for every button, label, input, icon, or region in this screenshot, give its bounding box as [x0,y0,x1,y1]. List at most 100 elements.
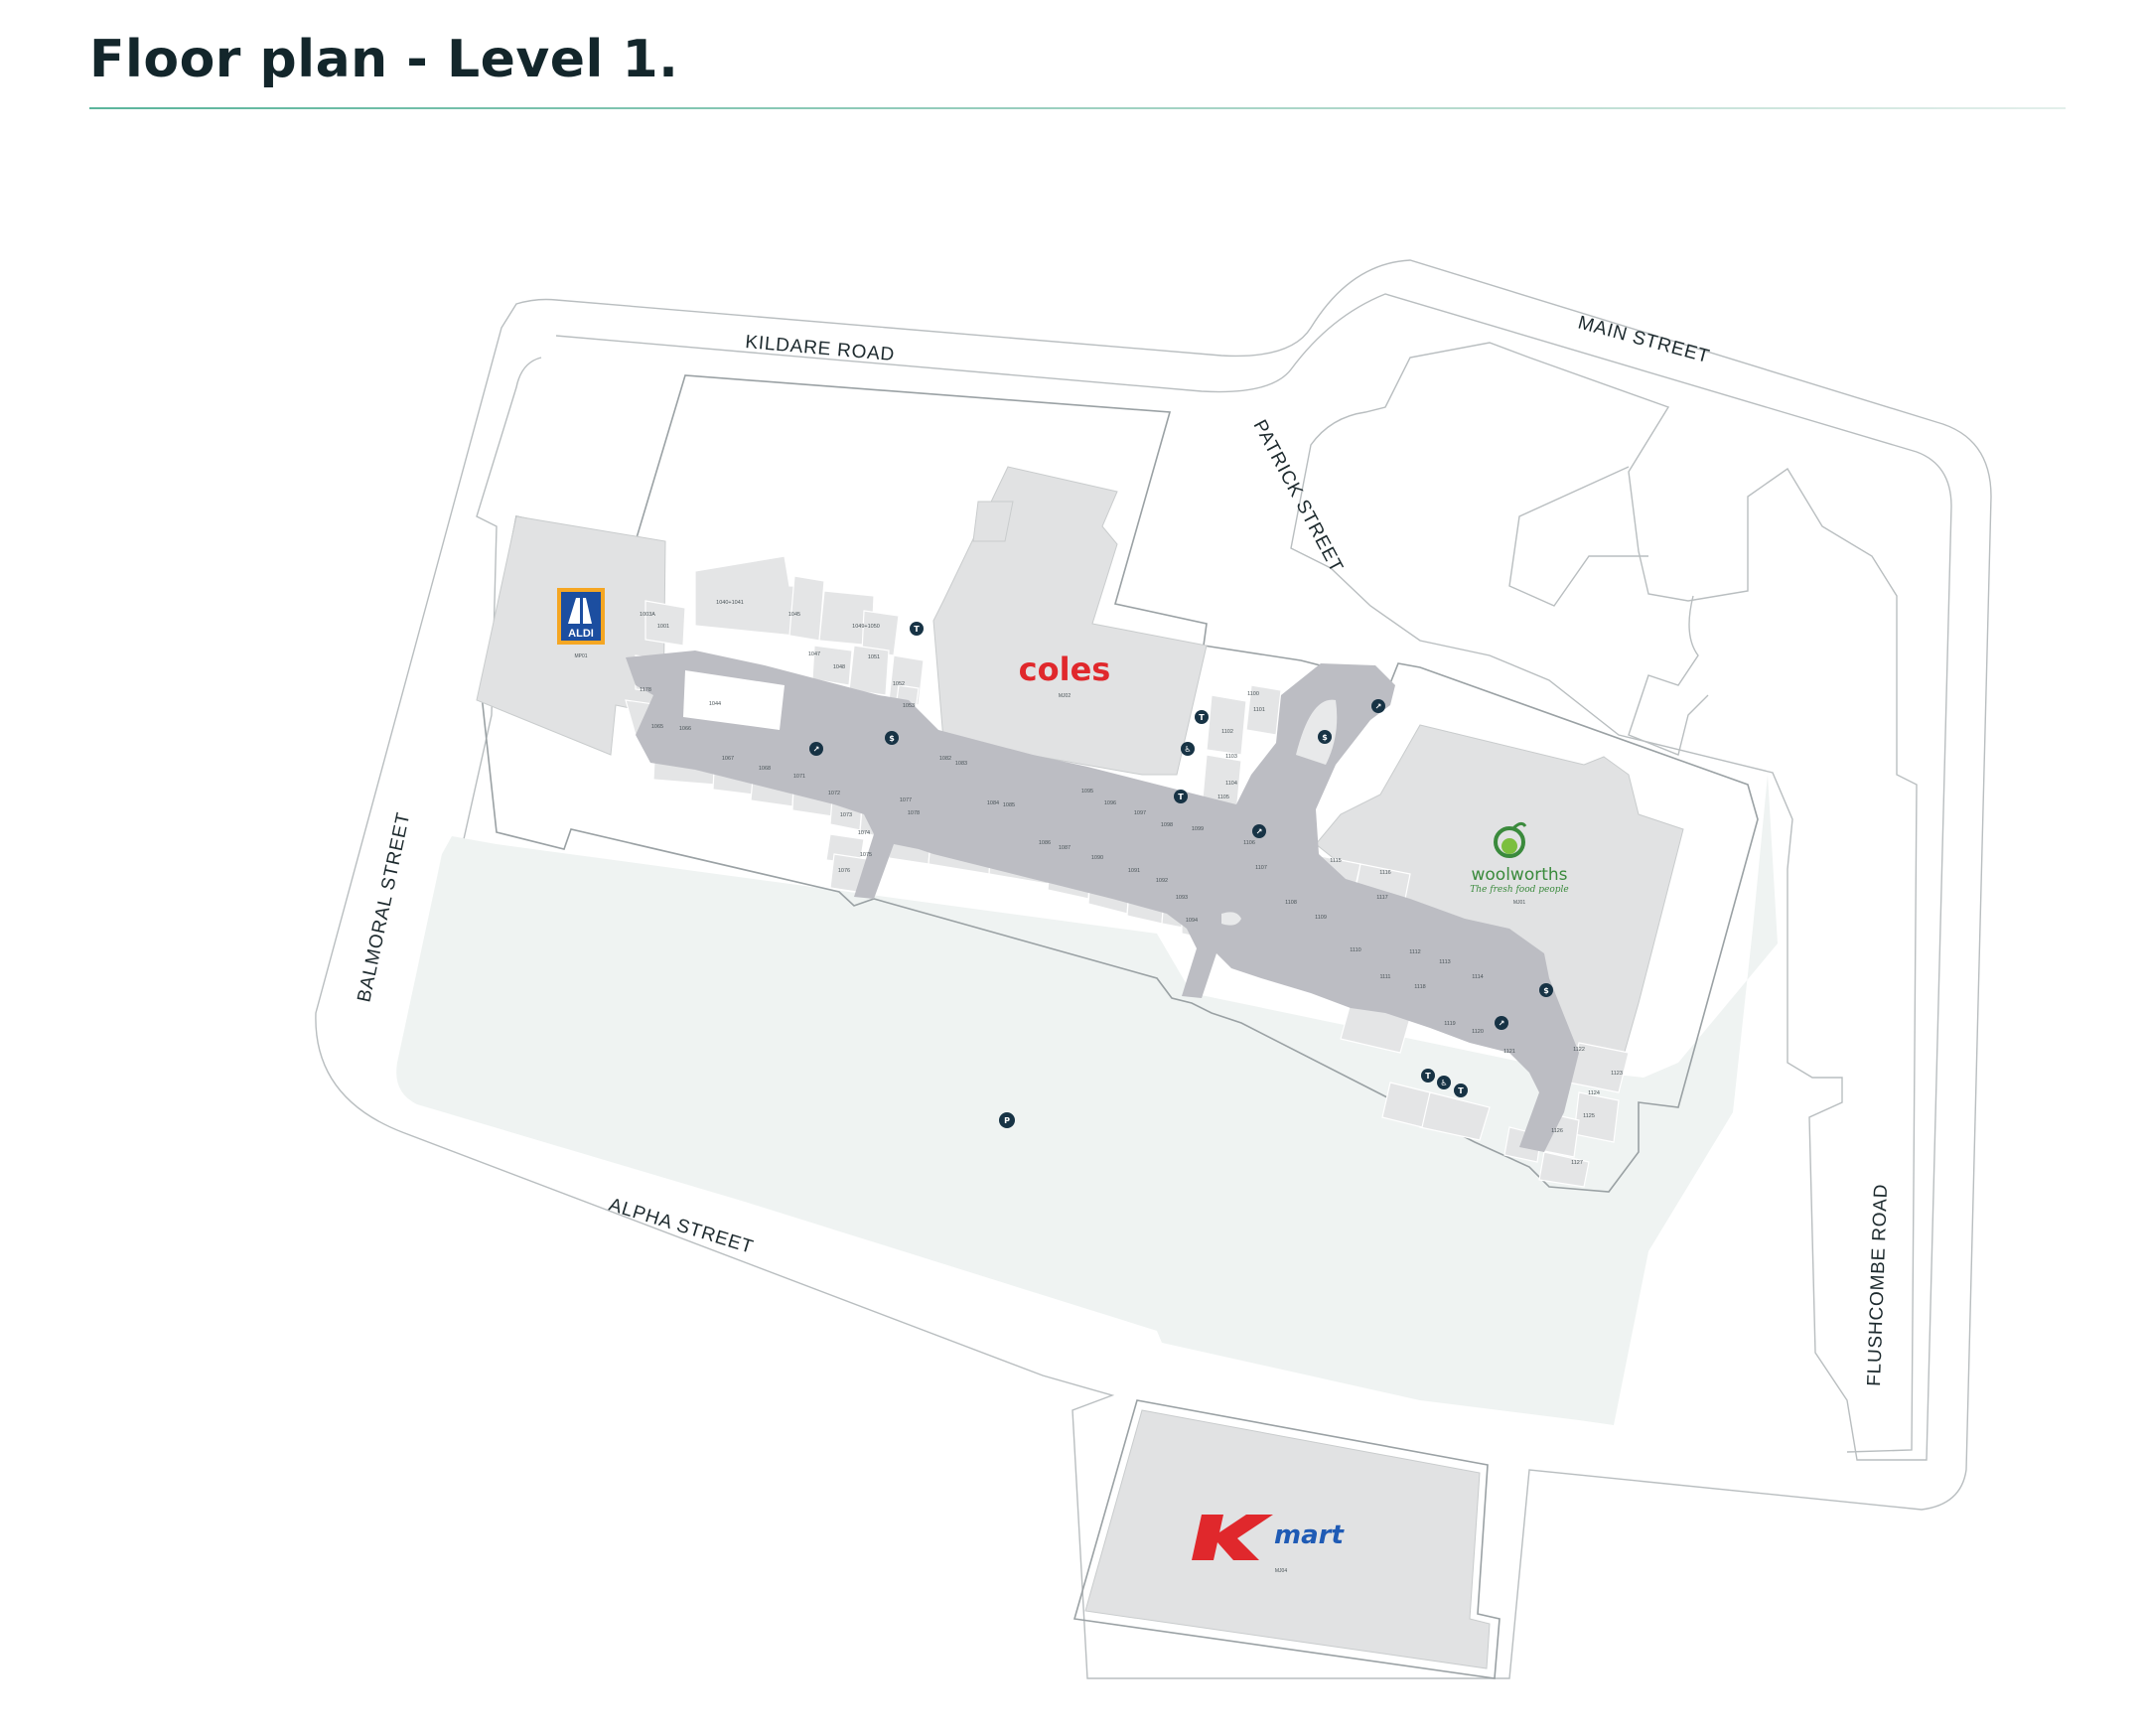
unit-number: 1049+1050 [852,624,880,630]
svg-text:↗: ↗ [1499,1019,1505,1028]
unit-number: 1077 [900,797,912,803]
coles-store[interactable] [932,466,1208,776]
atm-icon[interactable]: $ [885,731,899,745]
coles-unit: MJ02 [1059,693,1071,699]
unit-number: 1068 [759,766,771,772]
unit-number: 1108 [1285,900,1297,906]
title-divider [89,107,2066,109]
unit-number: 1045 [788,612,800,618]
unit-number: 1083 [955,761,967,767]
unit-number: 1112 [1409,949,1420,955]
unit-number: 1110 [1350,947,1360,953]
unit-number: 1048 [833,664,845,670]
svg-text:♿: ♿ [1184,745,1191,754]
kmart-store[interactable] [1084,1409,1491,1669]
unit-number: 1001 [657,624,669,630]
parking-icon[interactable]: P [999,1112,1015,1128]
svg-text:T: T [1199,713,1205,722]
svg-text:T: T [1458,1086,1464,1095]
unit-number: 1109 [1315,915,1327,921]
toilets-icon[interactable]: T [910,622,924,636]
woolworths-unit: MJ01 [1513,900,1525,906]
kmart-logo: mart [1192,1515,1346,1560]
toilets-icon[interactable]: T [1421,1069,1435,1083]
unit-number: 1107 [1255,865,1267,871]
escalator-icon[interactable]: ↗ [809,742,823,756]
atm-icon[interactable]: $ [1318,730,1332,744]
unit-number: 1047 [808,651,820,657]
svg-text:$: $ [889,734,895,743]
page-title: Floor plan - Level 1. [89,30,679,89]
unit-number: 1123 [1611,1071,1623,1077]
woolworths-logo: woolworths The fresh food people [1470,821,1569,895]
unit-number: 1087 [1059,845,1071,851]
svg-text:↗: ↗ [1256,827,1263,836]
unit-labels: 10011003A11781040+1041104410451047104810… [640,600,1623,1166]
unit-number: 1073 [840,812,852,818]
coles-logo: coles [1019,651,1111,688]
unit-number: 1103 [1225,754,1237,760]
unit-number: 1121 [1503,1049,1515,1055]
centre-footprint [481,374,1759,1193]
svg-text:T: T [1178,793,1184,801]
unit-number: 1094 [1186,918,1198,924]
unit-number: 1125 [1583,1113,1595,1119]
svg-text:♿: ♿ [1440,1079,1447,1087]
unit-number: 1111 [1379,974,1390,980]
unit-number: 1126 [1551,1128,1563,1134]
unit-number: 1102 [1221,729,1233,735]
unit-number: 1106 [1243,840,1255,846]
unit-number: 1096 [1104,800,1116,806]
toilets-icon[interactable]: T [1174,790,1188,803]
kmart-outer [1072,1399,1501,1679]
kildare-road-label: KILDARE ROAD [745,332,896,365]
unit-number: 1120 [1472,1029,1484,1035]
toilets-icon[interactable]: T [1195,710,1209,724]
unit-number: 1051 [868,654,880,660]
unit-number: 1116 [1379,870,1390,876]
parents-room-icon[interactable]: ♿ [1437,1076,1451,1089]
unit-number: 1122 [1573,1047,1585,1053]
aldi-logo-text: ALDI [568,628,594,640]
unit-number: 1084 [987,800,999,806]
unit-number: 1114 [1472,974,1483,980]
toilets-icon[interactable]: T [1454,1084,1468,1097]
unit-number: 1090 [1091,855,1103,861]
unit-number: 1065 [651,724,663,730]
unit-number: 1040+1041 [716,600,744,606]
unit-number: 1178 [640,687,651,693]
svg-text:P: P [1004,1116,1010,1125]
unit-number: 1101 [1253,707,1265,713]
unit-number: 1066 [679,726,691,732]
unit-number: 1124 [1588,1090,1600,1096]
unit-number: 1115 [1330,858,1341,864]
aldi-logo: ALDI [557,588,605,645]
unit-number: 1091 [1128,868,1140,874]
unit-number: 1104 [1225,781,1237,787]
unit-number: 1071 [793,774,805,780]
unit-number: 1067 [722,756,734,762]
unit-number: 1052 [893,681,905,687]
unit-number: 1127 [1571,1160,1583,1166]
unit-number: 1113 [1439,959,1450,965]
unit-number: 1105 [1217,795,1229,800]
unit-number: 1092 [1156,878,1168,884]
escalator-icon[interactable]: ↗ [1252,824,1266,838]
kmart-unit: MJ04 [1275,1568,1287,1574]
alpha-street-label: ALPHA STREET [607,1195,757,1258]
flushcombe-road-label: FLUSHCOMBE ROAD [1864,1183,1892,1386]
parents-room-icon[interactable]: ♿ [1181,742,1195,756]
escalator-icon[interactable]: ↗ [1371,699,1385,713]
woolworths-tagline: The fresh food people [1470,885,1568,895]
escalator-icon[interactable]: ↗ [1495,1016,1508,1030]
coles-annex [972,501,1014,542]
unit-number: 1074 [858,830,870,836]
atm-icon[interactable]: $ [1539,983,1553,997]
unit-number: 1003A [640,612,655,618]
unit-number: 1119 [1444,1021,1455,1027]
unit-number: 1100 [1247,691,1259,697]
unit-number: 1118 [1414,984,1425,990]
unit-number: 1093 [1176,895,1188,901]
svg-text:T: T [1425,1072,1431,1081]
